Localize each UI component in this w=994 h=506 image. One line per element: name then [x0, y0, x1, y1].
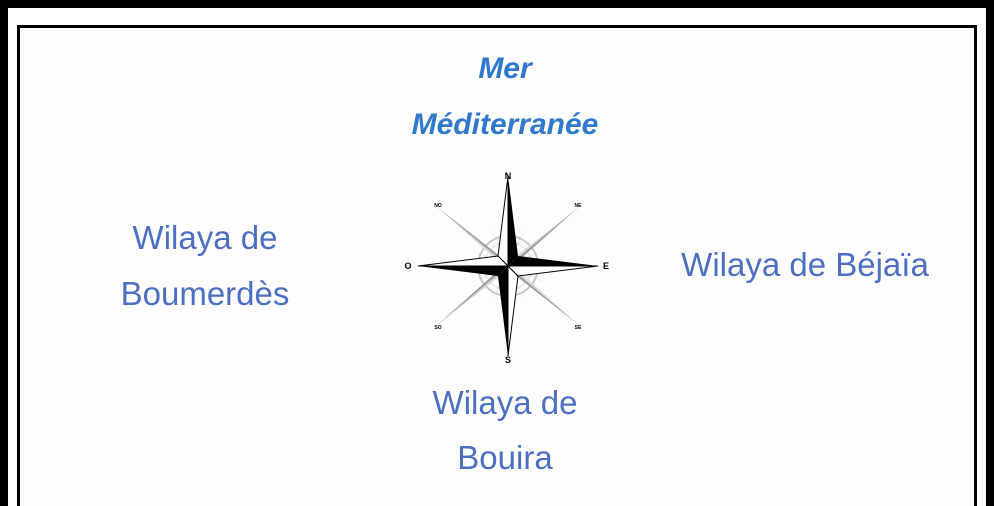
south-region-line1: Wilaya de	[432, 384, 578, 421]
sea-label-line1: Mer	[478, 52, 532, 85]
compass-rose-icon: N S E O NE NO SE SO	[404, 171, 609, 365]
compass-label-northeast: NE	[575, 203, 583, 209]
compass-label-northwest: NO	[434, 203, 442, 209]
compass-label-south: S	[505, 355, 511, 365]
west-region-line2: Boumerdès	[120, 275, 290, 312]
compass-label-southwest: SO	[434, 325, 441, 331]
compass-label-east: E	[603, 261, 609, 271]
east-region-label: Wilaya de Béjaïa	[681, 246, 929, 283]
compass-label-southeast: SE	[575, 325, 582, 331]
west-region-line1: Wilaya de	[132, 219, 278, 256]
compass-label-north: N	[505, 171, 512, 181]
sea-label-line2: Méditerranée	[411, 108, 599, 141]
south-region-line2: Bouira	[457, 439, 553, 476]
compass-label-west: O	[404, 261, 411, 271]
